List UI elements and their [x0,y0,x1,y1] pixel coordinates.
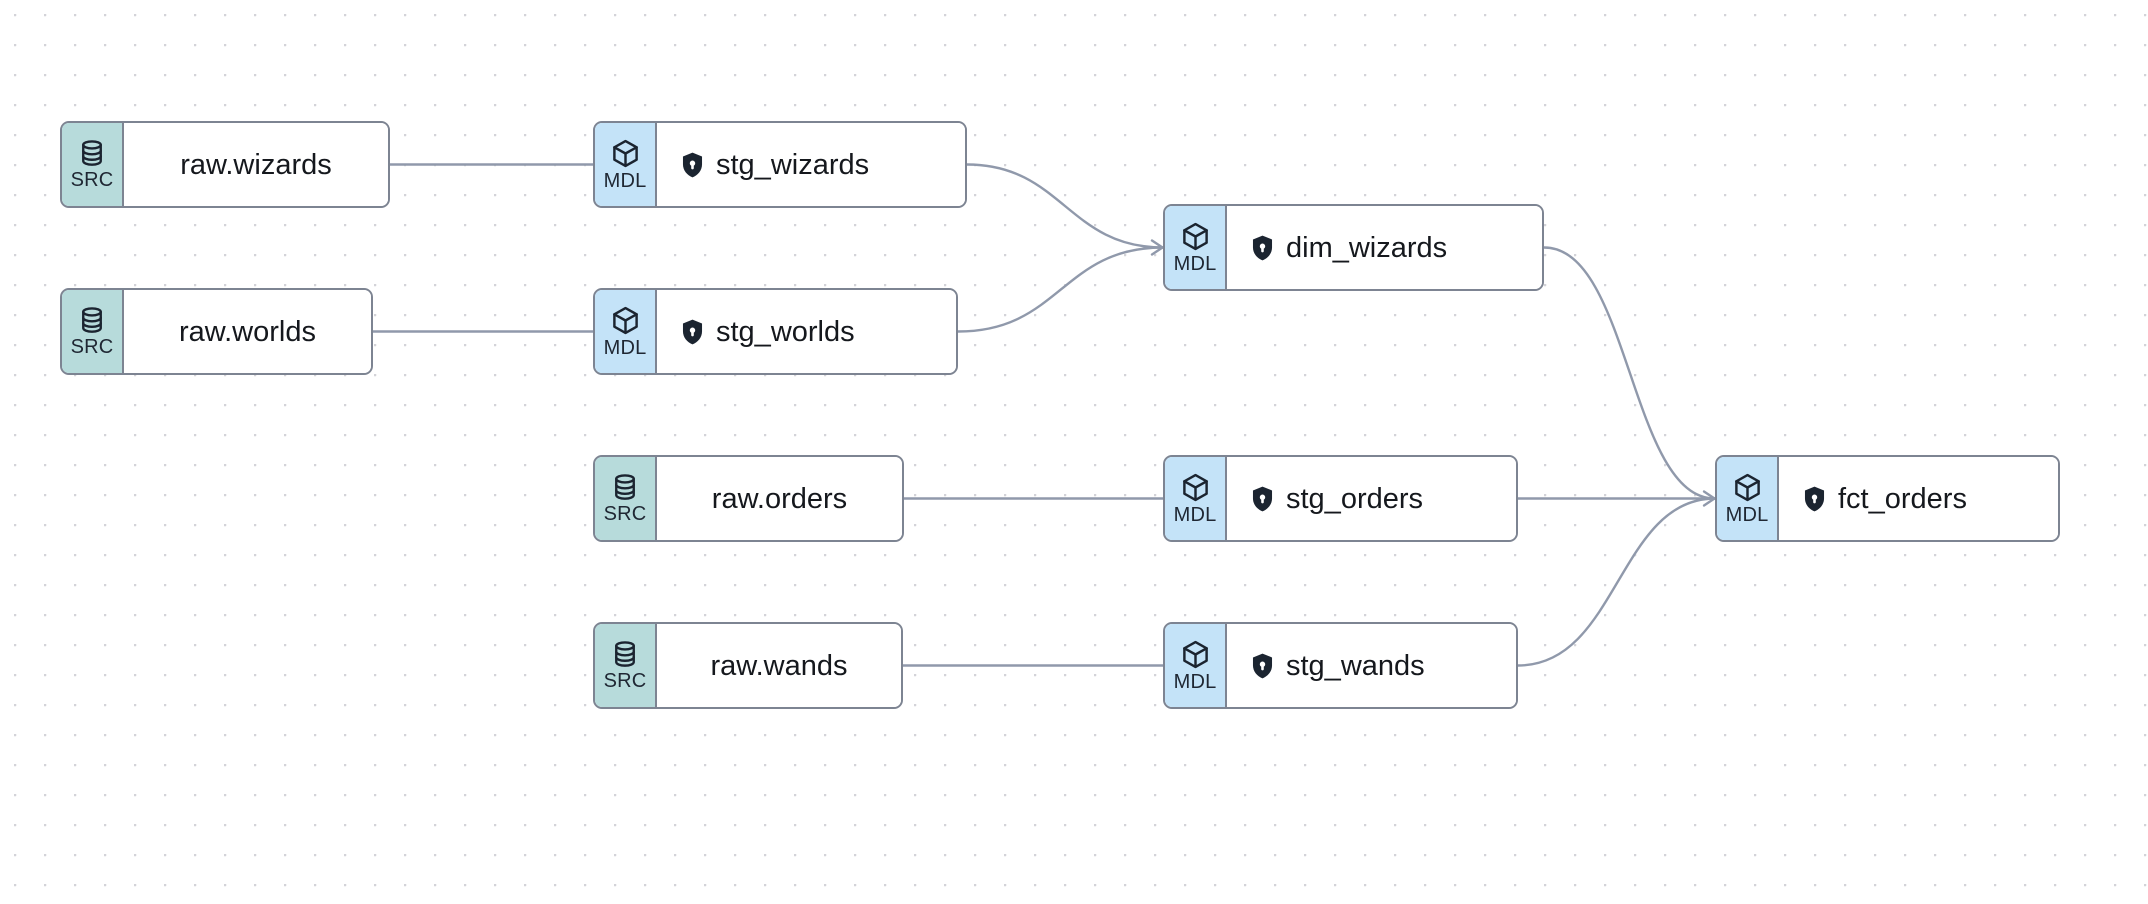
node-body: stg_orders [1227,457,1516,540]
node-stg-orders[interactable]: MDL stg_orders [1163,455,1518,542]
node-label: raw.orders [711,482,848,515]
node-badge-label: MDL [1173,252,1217,275]
node-fct-orders[interactable]: MDL fct_orders [1715,455,2060,542]
node-body: stg_worlds [657,290,956,373]
shield-lock-icon [1803,486,1826,512]
cube-icon [1732,472,1763,503]
node-raw-orders[interactable]: SRC raw.orders [593,455,904,542]
node-label: fct_orders [1838,482,1967,515]
node-badge-label: MDL [1173,670,1217,693]
shield-lock-icon [1251,486,1274,512]
node-raw-wands[interactable]: SRC raw.wands [593,622,903,709]
node-stg-wands[interactable]: MDL stg_wands [1163,622,1518,709]
node-dim-wizards[interactable]: MDL dim_wizards [1163,204,1544,291]
shield-lock-icon [681,319,704,345]
node-badge-label: MDL [1173,503,1217,526]
node-badge-mdl: MDL [595,123,657,206]
shield-lock-icon [1251,653,1274,679]
node-badge-mdl: MDL [595,290,657,373]
cube-icon [610,138,641,169]
node-label: raw.wands [710,649,848,682]
cube-icon [1180,639,1211,670]
node-body: raw.worlds [124,290,371,373]
edge-stg-wands-to-fct-orders [1516,497,1717,667]
node-body: stg_wands [1227,624,1516,707]
node-badge-src: SRC [62,123,124,206]
node-label: stg_wizards [716,148,870,181]
node-badge-label: MDL [603,169,647,192]
node-badge-mdl: MDL [1717,457,1779,540]
arrowhead-dim-wizards [1150,239,1164,256]
node-body: raw.wizards [124,123,388,206]
database-icon [77,305,107,335]
node-badge-label: SRC [603,503,647,525]
database-icon [610,472,640,502]
node-raw-worlds[interactable]: SRC raw.worlds [60,288,373,375]
node-label: raw.wizards [180,148,332,181]
node-badge-src: SRC [595,624,657,707]
node-badge-src: SRC [595,457,657,540]
shield-lock-icon [1251,235,1274,261]
database-icon [77,138,107,168]
node-body: raw.orders [657,457,902,540]
cube-icon [1180,221,1211,252]
node-badge-label: SRC [603,670,647,692]
database-icon [610,639,640,669]
node-body: stg_wizards [657,123,965,206]
node-badge-src: SRC [62,290,124,373]
node-label: stg_orders [1286,482,1424,515]
node-raw-wizards[interactable]: SRC raw.wizards [60,121,390,208]
edge-stg-wizards-to-dim-wizards [965,163,1165,249]
node-badge-mdl: MDL [1165,624,1227,707]
edge-stg-worlds-to-dim-wizards [956,246,1165,333]
shield-lock-icon [681,152,704,178]
node-body: raw.wands [657,624,901,707]
node-body: dim_wizards [1227,206,1542,289]
node-badge-mdl: MDL [1165,457,1227,540]
node-body: fct_orders [1779,457,2058,540]
cube-icon [610,305,641,336]
node-label: dim_wizards [1286,231,1448,264]
node-badge-label: SRC [70,336,114,358]
node-label: stg_worlds [716,315,855,348]
node-badge-mdl: MDL [1165,206,1227,289]
cube-icon [1180,472,1211,503]
node-label: raw.worlds [179,315,316,348]
edge-dim-wizards-to-fct-orders [1542,246,1717,500]
arrowhead-fct-orders [1702,490,1716,507]
node-stg-worlds[interactable]: MDL stg_worlds [593,288,958,375]
node-badge-label: SRC [70,169,114,191]
node-label: stg_wands [1286,649,1425,682]
node-stg-wizards[interactable]: MDL stg_wizards [593,121,967,208]
node-badge-label: MDL [603,336,647,359]
node-badge-label: MDL [1725,503,1769,526]
